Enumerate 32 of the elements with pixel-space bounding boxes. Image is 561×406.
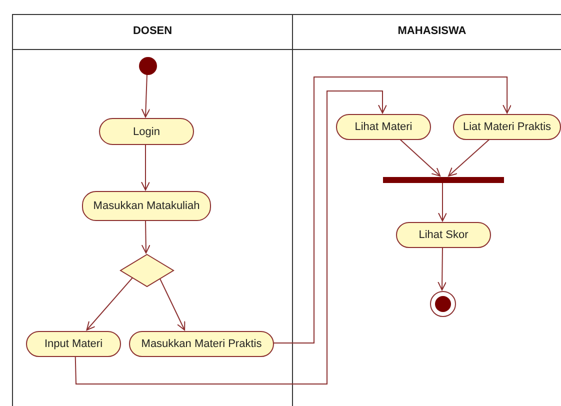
arrow xyxy=(399,138,441,176)
arrow xyxy=(272,76,512,344)
activity-box xyxy=(26,331,121,357)
activity-label: Input Materi xyxy=(44,338,103,350)
activity-label: Masukkan Materi Praktis xyxy=(141,338,262,350)
fork-bar xyxy=(383,177,504,183)
arrow xyxy=(141,74,150,118)
activity-label: Liat Materi Praktis xyxy=(462,121,552,133)
swimlane xyxy=(12,14,293,406)
activity-box xyxy=(82,191,211,221)
arrow xyxy=(438,246,447,290)
activity-label: Login xyxy=(133,126,160,138)
decision-diamond xyxy=(120,254,174,287)
lane-title: DOSEN xyxy=(132,25,174,37)
arrow xyxy=(74,90,387,384)
arrow xyxy=(141,144,150,190)
activity-box xyxy=(396,222,491,248)
arrow xyxy=(438,182,447,222)
arrow xyxy=(448,138,490,176)
activity-label: Lihat Skor xyxy=(418,229,468,241)
arrow xyxy=(159,277,186,330)
activity-box xyxy=(336,114,431,140)
arrow xyxy=(86,277,133,330)
activity-label: Masukkan Matakuliah xyxy=(93,200,200,212)
activity-box xyxy=(129,331,274,357)
final-node xyxy=(430,291,456,317)
activity-label: Lihat Materi xyxy=(354,121,412,133)
activity-box xyxy=(453,114,561,140)
activity-box xyxy=(99,118,194,145)
initial-node xyxy=(139,57,157,75)
lane-title: MAHASISWA xyxy=(396,25,468,37)
arrow xyxy=(141,220,150,254)
